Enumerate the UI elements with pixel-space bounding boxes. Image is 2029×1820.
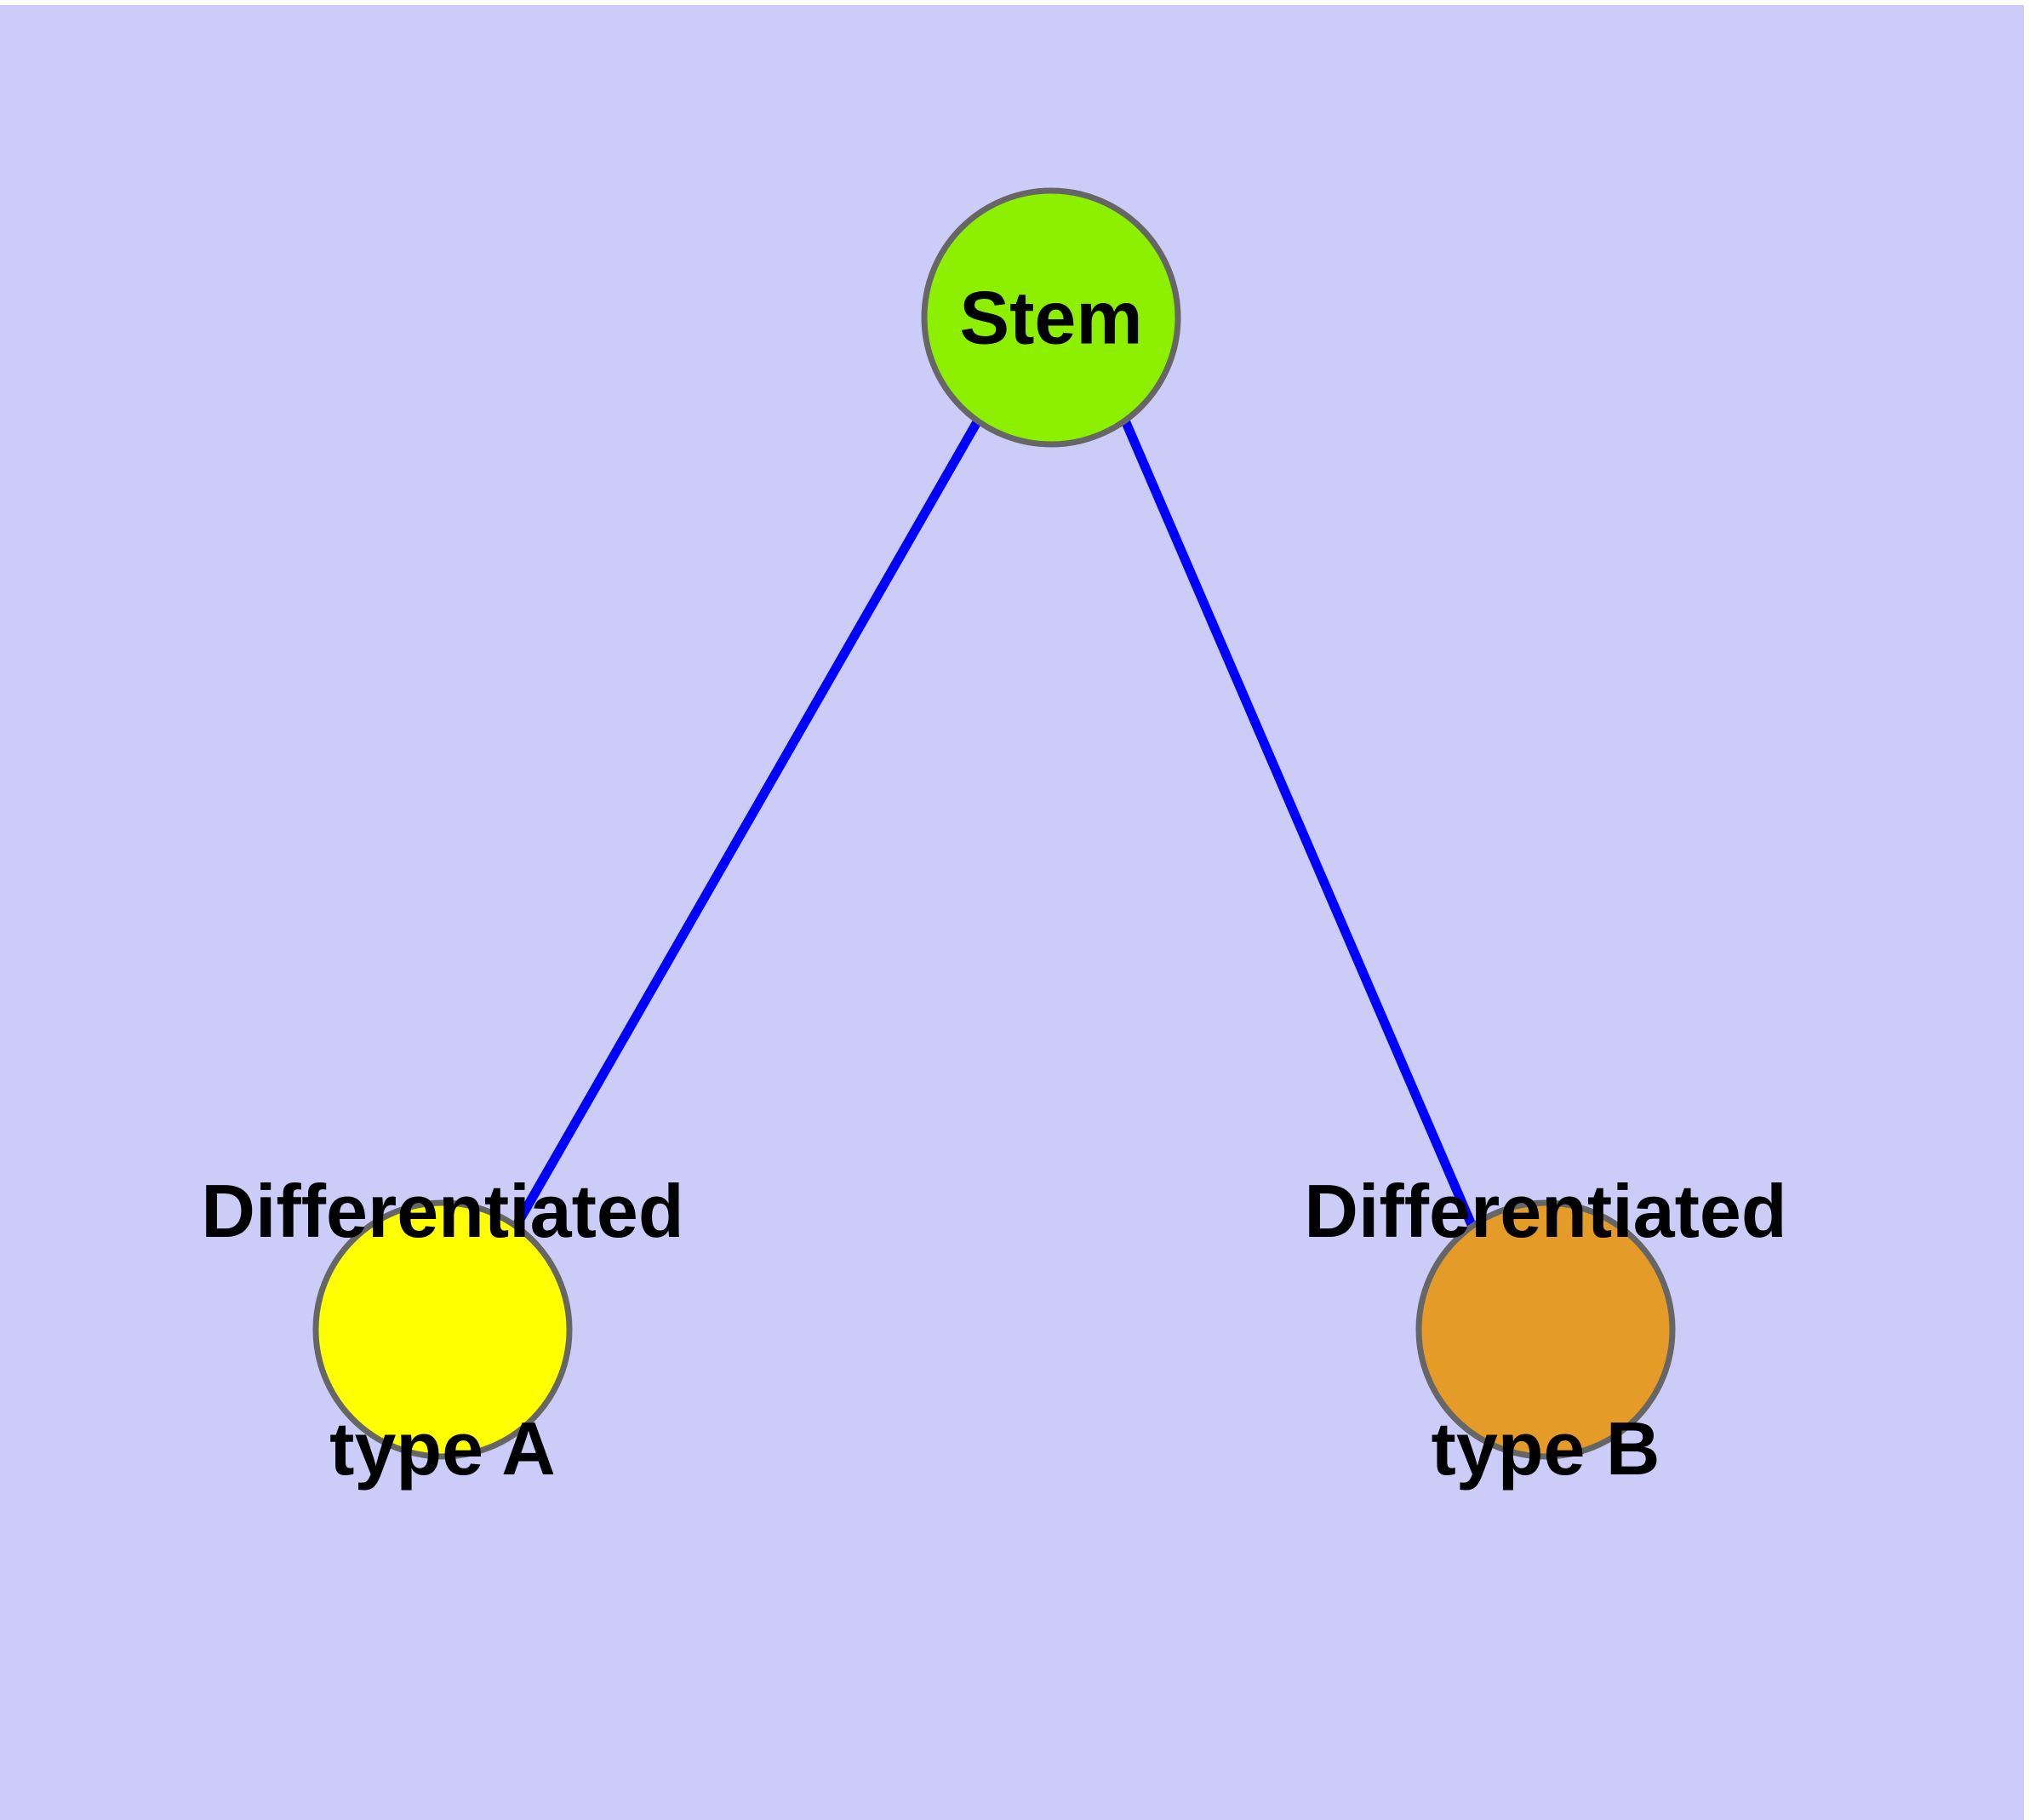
node-stem-circle[interactable] bbox=[921, 187, 1181, 448]
edge-stem-to-diff-b bbox=[1120, 418, 1477, 1229]
edge-stem-to-diff-a bbox=[512, 418, 982, 1229]
node-layer bbox=[312, 187, 1676, 1460]
edge-layer bbox=[512, 418, 1477, 1229]
node-diff-b-circle[interactable] bbox=[1415, 1199, 1676, 1460]
node-diff-a-circle[interactable] bbox=[312, 1199, 573, 1460]
